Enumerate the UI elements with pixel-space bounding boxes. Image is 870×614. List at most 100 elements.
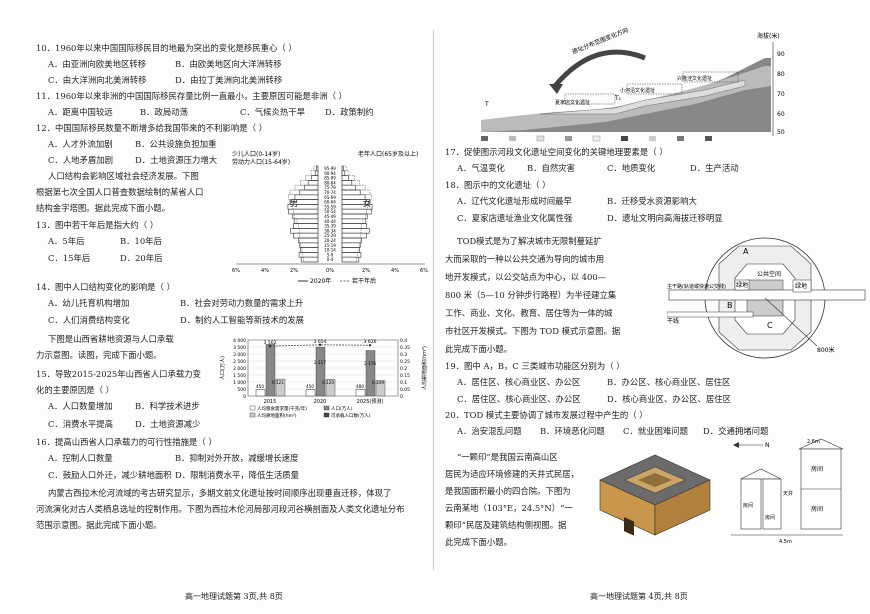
- q15-stem-cont: 化的主要原因是（ ）: [36, 385, 115, 395]
- pyramid-bar-female-future: [341, 170, 350, 176]
- profile-unit: 海拔(米): [757, 32, 780, 40]
- pyramid-bar-male: [299, 189, 319, 196]
- pyramid-bar-female: [341, 223, 367, 229]
- bar-legend-label: 可承载人口数(万人): [331, 412, 371, 419]
- site-box-3: [682, 71, 739, 83]
- pyramid-bar-female: [341, 189, 361, 196]
- pyramid-age-label: 30-34: [324, 228, 336, 233]
- pyramid-bar-female-future: [341, 180, 360, 186]
- intro-river-2: 河流演化对古人类栖息选址的控制作用。下图为西拉木伦河局部河段河谷横剖面及人类文化…: [36, 504, 405, 514]
- pyramid-legend-2020: 2020年: [310, 277, 331, 285]
- pyramid-male-label: 男: [290, 199, 298, 208]
- q18-option-d: D．遗址文明向高海拔迁移明显: [607, 213, 723, 223]
- q10-option-a: A．由亚洲向欧美地区转移: [48, 59, 147, 69]
- pyramid-bar-female: [341, 256, 360, 263]
- room-3: 房间: [743, 502, 753, 509]
- bar-ytick-right: 0.25: [400, 359, 410, 365]
- q14-option-d: D．制约人工智能等新技术的发展: [180, 315, 304, 325]
- bar-ytick-right: 0.15: [400, 373, 410, 379]
- profile-legend: [481, 135, 712, 142]
- pyramid-bar-female-future: [341, 228, 362, 234]
- bar-arable: [275, 378, 286, 397]
- pyramid-bar-female-future: [341, 237, 361, 244]
- bar-ytick-right: 0.1: [400, 380, 407, 386]
- svg-text:900: 900: [777, 51, 785, 58]
- pyramid-bar-male-future: [293, 208, 319, 215]
- bar-legend-label: 人均粮食需求量(千克/年): [257, 405, 307, 412]
- pyramid-bar-male-future: [300, 242, 319, 248]
- pyramid-bar-female: [341, 175, 349, 181]
- pyramid-age-label: 25-29: [324, 233, 336, 238]
- pyramid-bar-male: [300, 247, 319, 253]
- pyramid-bar-male-future: [302, 252, 319, 258]
- bar-value-label: 450: [306, 384, 314, 389]
- pyramid-xtick: 0%: [326, 268, 334, 274]
- pyramid-xtick: 2%: [290, 268, 298, 274]
- migration-arrow: [553, 49, 646, 88]
- tod-green-2: 绿地: [795, 282, 807, 290]
- pyramid-bar-female-future: [341, 218, 364, 224]
- pyramid-bar-male: [293, 223, 319, 229]
- q10-option-d: D．由拉丁美洲向北美洲转移: [175, 75, 283, 85]
- intro-pyramid-2: 根据第七次全国人口普查数据绘制的某省人口: [36, 187, 204, 197]
- terrain-dark: [481, 58, 771, 132]
- footer-left: 高一地理试题第 3页,共 8页: [185, 592, 283, 601]
- pyramid-bar-female: [341, 228, 370, 234]
- pyramid-age-label: 20-24: [324, 238, 336, 243]
- room-4: 房间: [765, 514, 775, 521]
- pyramid-xtick: 2%: [362, 268, 370, 274]
- pyramid-bar-male-future: [289, 189, 319, 196]
- q20-option-b: B．环境恶化问题: [540, 426, 605, 436]
- intro-tod-1: TOD模式是为了解决城市无限制蔓延扩: [457, 236, 602, 246]
- pyramid-age-label: 50-54: [324, 209, 336, 214]
- q12-option-a: A．人才外流加剧: [48, 139, 113, 149]
- q15-option-d: D．土地资源减少: [135, 419, 201, 429]
- house-dimension: 4.5m: [779, 539, 792, 545]
- intro-river-1: 内蒙古西拉木伦河流域的考古研究显示，多期文前文化遗址按时间顺序出现垂直迁移，体现…: [48, 488, 392, 498]
- point-carrying: [268, 344, 272, 348]
- q16-stem: 16．提高山西省人口承载力的可行性措施是（ ）: [36, 437, 217, 447]
- pyramid-bar-male: [311, 175, 319, 181]
- yikeyin-side-view: N 房间 房间 房间 天井 房间 4.5m 2.6m: [731, 438, 844, 545]
- tod-road1-label: 主干路(轨道或快速公交线): [667, 283, 726, 290]
- q10-option-c: C．由大洋洲向北美洲转移: [48, 75, 147, 85]
- point-carrying: [368, 344, 372, 347]
- tod-road2-label: 干线: [667, 317, 679, 325]
- pyramid-bar-male-future: [303, 256, 319, 263]
- svg-text:500: 500: [777, 129, 785, 136]
- q16-option-b: B．抑制对外开放，减缓增长速度: [175, 453, 299, 463]
- q12-option-d: D．土地资源压力增大: [135, 155, 218, 165]
- river-profile-diagram: 海拔(米) 900 800 700 600 500 夏家店文化遗址 小河沿文化遗…: [481, 28, 785, 142]
- page-right: 海拔(米) 900 800 700 600 500 夏家店文化遗址 小河沿文化遗…: [435, 0, 870, 614]
- pyramid-bar-male-future: [299, 232, 319, 239]
- pyramid-age-label: 75-79: [324, 185, 336, 190]
- bar-ytick-left: 4 000: [233, 338, 246, 344]
- bar-arable: [325, 379, 336, 397]
- pyramid-age-label: 65-69: [324, 195, 336, 200]
- q20-option-a: A．治安混乱问题: [457, 426, 522, 436]
- q16-option-c: C．鼓励人口外迁，减少耕地面积: [48, 470, 172, 480]
- yikeyin-house-3d: [599, 454, 711, 536]
- bar-ytick-left: 3 500: [233, 345, 246, 351]
- site-box-1: [564, 93, 616, 105]
- bar-legend-swatch: [323, 412, 330, 418]
- tod-radius-label: 800米: [817, 346, 834, 354]
- pyramid-bar-female: [341, 208, 372, 215]
- pyramid-bar-male: [299, 242, 319, 248]
- q15-option-b: B．科学技术进步: [135, 401, 200, 411]
- terrain-mid: [481, 66, 771, 132]
- pyramid-xtick: 6%: [420, 268, 428, 274]
- bar-legend-swatch: [249, 405, 256, 411]
- bar-arable: [375, 380, 386, 397]
- pyramid-bar-female-future: [341, 252, 358, 258]
- pyramid-bar-male: [304, 184, 319, 191]
- pyramid-bar-female: [341, 232, 367, 239]
- q13-option-c: C．15年后: [48, 253, 91, 263]
- pyramid-bar-male: [314, 170, 319, 176]
- pyramid-legend-future: 若干年后: [352, 277, 376, 285]
- pyramid-bar-female: [341, 180, 353, 186]
- q14-option-c: C．人们消费结构变化: [48, 315, 130, 325]
- tod-diagram: 绿地 绿地 A 公共空间 B C 主干路(轨道或快速公交线) 干线 800米: [667, 237, 866, 359]
- tod-secondary-road: [667, 311, 754, 318]
- pyramid-age-label: 35-39: [324, 224, 336, 229]
